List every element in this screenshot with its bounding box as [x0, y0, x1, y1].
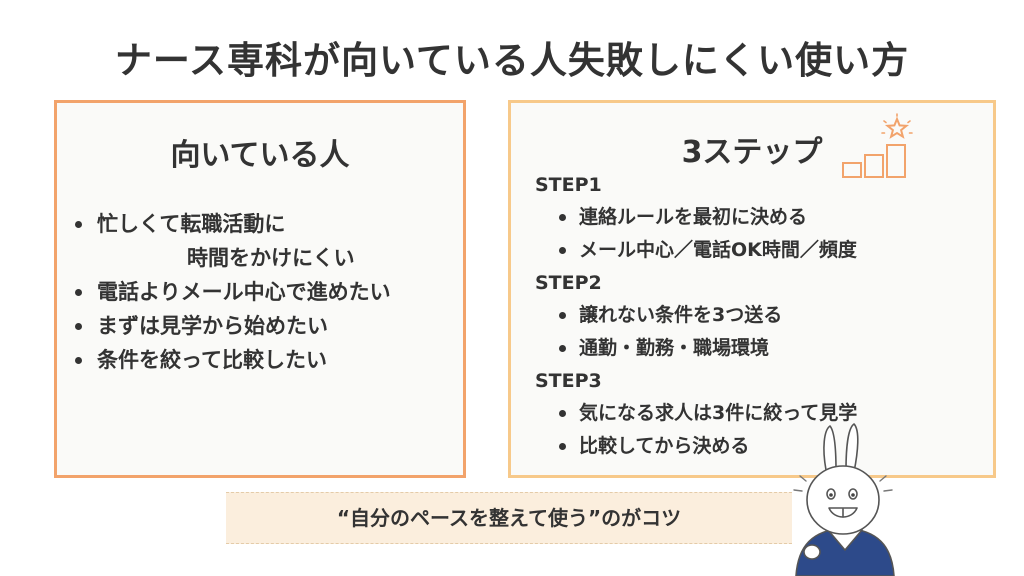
list-item: 通勤・勤務・職場環境: [535, 332, 857, 365]
suitable-people-panel: 向いている人 忙しくて転職活動に 時間をかけにくい 電話よりメール中心で進めたい…: [54, 100, 466, 478]
page-title: ナース専科が向いている人失敗しにくい使い方: [114, 39, 910, 82]
list-item-text: 条件を絞って比較したい: [97, 348, 327, 372]
rabbit-ear-icon: [823, 425, 837, 471]
step-label: STEP1: [535, 174, 602, 196]
list-item: 連絡ルールを最初に決める: [535, 201, 857, 234]
list-item-text: 忙しくて転職活動に: [97, 212, 286, 236]
list-item: 電話よりメール中心で進めたい: [75, 275, 391, 309]
rabbit-head-icon: [806, 465, 880, 535]
step-items: 気になる求人は3件に絞って見学 比較してから決める: [535, 397, 857, 463]
star-icon: [884, 116, 910, 139]
list-item: 気になる求人は3件に絞って見学: [535, 397, 857, 430]
step-items: 譲れない条件を3つ送る 通勤・勤務・職場環境: [535, 299, 857, 365]
three-steps-panel: 3ステップ STEP1 連絡ルールを最初に決める メール中心／電話OK時間／頻度…: [508, 100, 996, 478]
list-item: メール中心／電話OK時間／頻度: [535, 234, 857, 267]
stair-step-icon: [864, 154, 884, 178]
rabbit-nurse-icon: [793, 423, 895, 576]
list-item-text: まずは見学から始めたい: [97, 314, 328, 338]
list-item: 比較してから決める: [535, 430, 857, 463]
list-item: 忙しくて転職活動に 時間をかけにくい: [75, 207, 391, 275]
rabbit-ear-icon: [845, 423, 859, 473]
stair-step-icon: [886, 144, 906, 178]
list-item-text: 電話よりメール中心で進めたい: [97, 280, 391, 304]
list-item: 条件を絞って比較したい: [75, 343, 391, 377]
stairs-star-icon: [842, 113, 913, 178]
list-item: まずは見学から始めたい: [75, 309, 391, 343]
list-item-text-continued: 時間をかけにくい: [187, 246, 355, 270]
step-label: STEP3: [535, 370, 602, 392]
three-steps-heading: 3ステップ: [681, 135, 823, 170]
tip-banner: “自分のペースを整えて使う”のがコツ: [226, 492, 792, 544]
step-items: 連絡ルールを最初に決める メール中心／電話OK時間／頻度: [535, 201, 857, 267]
steps-list: STEP1 連絡ルールを最初に決める メール中心／電話OK時間／頻度 STEP2…: [535, 169, 857, 463]
suitable-people-heading: 向いている人: [170, 138, 350, 173]
list-item: 譲れない条件を3つ送る: [535, 299, 857, 332]
stair-step-icon: [842, 162, 862, 178]
suitable-people-list: 忙しくて転職活動に 時間をかけにくい 電話よりメール中心で進めたい まずは見学か…: [75, 207, 391, 377]
step-label: STEP2: [535, 272, 602, 294]
